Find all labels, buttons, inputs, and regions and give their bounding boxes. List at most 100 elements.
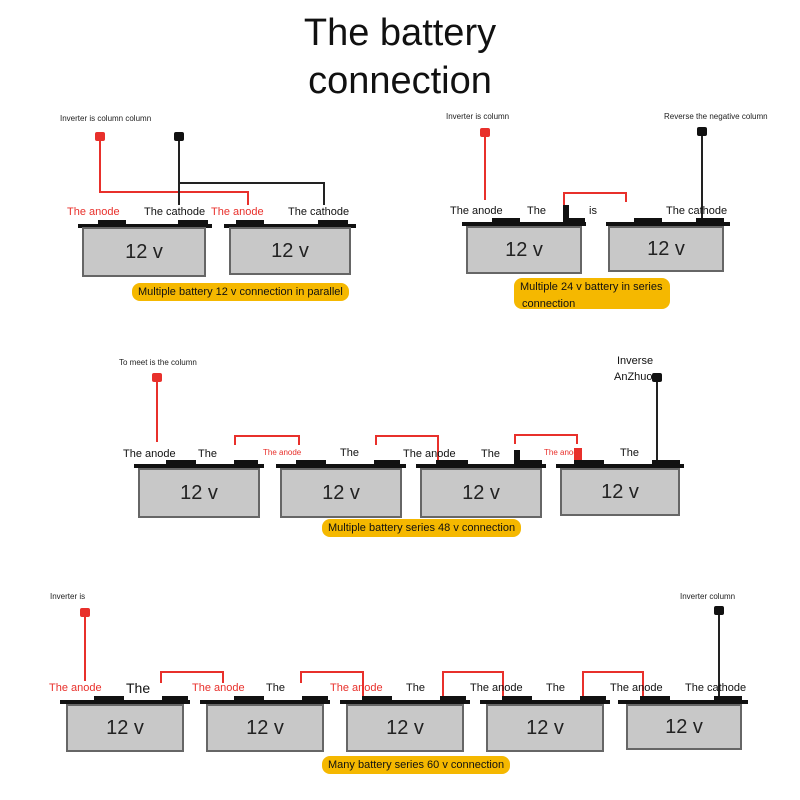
- battery-terminal: [580, 696, 606, 701]
- battery-terminal: [652, 460, 680, 465]
- series-link-wire: [298, 435, 300, 445]
- battery-terminal: [502, 696, 532, 701]
- series-link-wire: [375, 435, 439, 437]
- positive-terminal-icon: [480, 128, 490, 137]
- battery-top-plate: [134, 464, 264, 468]
- battery-top-plate: [416, 464, 546, 468]
- negative-wire: [656, 382, 658, 462]
- series-link-wire: [563, 192, 627, 194]
- battery-terminal: [374, 460, 400, 465]
- caption-badge: Multiple battery 12 v connection in para…: [132, 283, 349, 301]
- anode-label: The anode: [470, 682, 523, 694]
- series-link-wire: [442, 671, 444, 699]
- battery-terminal: [236, 220, 264, 225]
- anode-label: The anode: [263, 448, 302, 457]
- the-label: The: [198, 448, 217, 460]
- battery-terminal: [166, 460, 196, 465]
- inverter-positive-label: To meet is the column: [119, 358, 197, 367]
- the-label: The: [527, 205, 546, 217]
- battery-terminal: [696, 218, 724, 223]
- anode-label: The anode: [211, 206, 264, 218]
- battery: 12 v: [560, 468, 680, 516]
- battery-terminal: [362, 696, 392, 701]
- series-link-wire: [514, 434, 578, 436]
- anode-label: The anode: [192, 682, 245, 694]
- battery-top-plate: [556, 464, 684, 468]
- series-link-wire: [625, 192, 627, 202]
- negative-terminal-icon: [697, 127, 707, 136]
- negative-wire: [718, 615, 720, 701]
- caption-badge: Multiple battery series 48 v connection: [322, 519, 522, 537]
- battery: 12 v: [466, 226, 582, 274]
- battery-terminal: [318, 220, 348, 225]
- negative-wire: [701, 136, 703, 226]
- negative-terminal-icon: [652, 373, 662, 382]
- positive-terminal-icon: [80, 608, 90, 617]
- positive-terminal-icon: [95, 132, 105, 141]
- cathode-label-1: The: [340, 447, 359, 459]
- series-link-wire: [234, 435, 236, 445]
- battery-top-plate: [480, 700, 610, 704]
- caption-line-2: connection: [522, 298, 576, 310]
- battery-top-plate: [224, 224, 356, 228]
- battery-terminal: [296, 460, 326, 465]
- series-link-wire: [442, 671, 504, 673]
- caption-badge: Multiple 24 v battery in series: [514, 278, 671, 309]
- the-label: The: [481, 448, 500, 460]
- battery-terminal: [574, 460, 604, 465]
- series-link-wire: [642, 671, 644, 699]
- battery-terminal: [178, 220, 208, 225]
- cathode-label: The cathode: [666, 205, 728, 217]
- cathode-label: The cathode: [144, 206, 206, 218]
- anode-label: The anode: [450, 205, 503, 217]
- battery-top-plate: [200, 700, 330, 704]
- anode-label: The anode: [330, 682, 383, 694]
- cathode-label: The cathode: [685, 682, 747, 694]
- battery: 12 v: [66, 704, 184, 752]
- series-link-wire: [160, 671, 224, 673]
- battery-terminal: [640, 696, 670, 701]
- negative-terminal-icon: [174, 132, 184, 141]
- battery: 12 v: [82, 227, 206, 277]
- battery-terminal: [98, 220, 126, 225]
- battery-terminal: [162, 696, 188, 701]
- battery: 12 v: [420, 468, 542, 518]
- battery-terminal: [714, 696, 742, 701]
- battery: 12 v: [280, 468, 402, 518]
- battery-terminal: [563, 205, 569, 223]
- battery-terminal: [302, 696, 328, 701]
- series-link-wire: [160, 671, 162, 683]
- anode-label: The anode: [49, 682, 102, 694]
- battery: 12 v: [608, 226, 724, 272]
- title-line-2: connection: [308, 60, 492, 102]
- inverter-negative-label-2: AnZhuo: [614, 371, 653, 383]
- battery-top-plate: [276, 464, 406, 468]
- battery: 12 v: [206, 704, 324, 752]
- battery-terminal: [436, 460, 468, 465]
- battery-terminal: [574, 448, 582, 464]
- battery: 12 v: [626, 704, 742, 750]
- positive-wire: [84, 617, 86, 681]
- positive-drop-wire: [247, 191, 249, 205]
- battery-terminal: [634, 218, 662, 223]
- battery-terminal: [492, 218, 520, 223]
- negative-bus-wire: [178, 182, 324, 184]
- series-link-wire: [437, 435, 439, 461]
- cathode-label: The cathode: [288, 206, 350, 218]
- battery-terminal: [514, 450, 520, 464]
- battery-top-plate: [60, 700, 190, 704]
- the-label: The: [406, 682, 425, 694]
- caption-badge: Many battery series 60 v connection: [322, 756, 511, 774]
- title-line-1: The battery: [303, 12, 497, 54]
- anode-label: The anode: [123, 448, 176, 460]
- battery: 12 v: [346, 704, 464, 752]
- battery-top-plate: [78, 224, 212, 228]
- inverter-negative-label-1: Inverse: [617, 355, 654, 367]
- the-label: The: [266, 682, 285, 694]
- battery: 12 v: [486, 704, 604, 752]
- is-label: is: [589, 205, 597, 217]
- series-link-wire: [582, 671, 644, 673]
- series-link-wire: [300, 671, 364, 673]
- series-link-wire: [234, 435, 300, 437]
